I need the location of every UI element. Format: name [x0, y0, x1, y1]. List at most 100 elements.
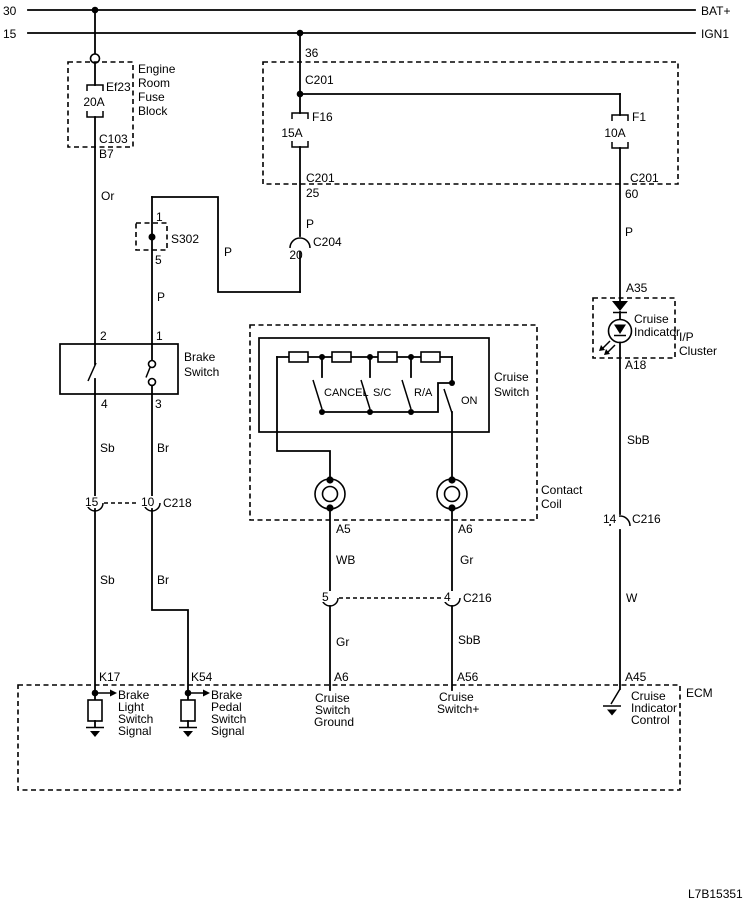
brake-switch-outline: [59, 343, 179, 395]
wire-color-label: Br: [157, 441, 169, 455]
a6-label-line3: Ground: [314, 715, 354, 729]
a6-label-line1: Cruise: [315, 691, 350, 705]
contact-circle: [147, 377, 157, 387]
c204-connector: P 20 C204: [288, 217, 342, 262]
contact-coil-label1: Contact: [541, 483, 583, 497]
resistor: [288, 351, 309, 363]
fuse-f16-rating: 15A: [281, 126, 302, 140]
signal-arrow-head: [203, 689, 210, 697]
pin-1-label: 1: [156, 329, 163, 343]
rail-30-feed-label: BAT+: [701, 4, 730, 18]
in-connector-label: C201: [305, 73, 334, 87]
on-label: ON: [461, 395, 478, 407]
diode-icon: [612, 301, 628, 314]
junction-dot: [408, 409, 414, 415]
pin-2-label: 2: [100, 329, 107, 343]
wire-br-run: Br Br: [151, 393, 189, 694]
k17-label-line4: Signal: [118, 724, 151, 738]
ground-icon: [607, 709, 617, 716]
wire-color-label: WB: [336, 553, 355, 567]
pin-k17-label: K17: [99, 670, 121, 684]
wire-color-label: Gr: [460, 553, 473, 567]
connector-pin: 14: [603, 512, 617, 526]
a56-label-line2: Switch+: [437, 702, 479, 716]
resistor: [331, 351, 352, 363]
c218-connector: 15 10 C218: [84, 495, 192, 512]
in-pin-label: 36: [305, 46, 319, 60]
wire-color-label: Gr: [336, 635, 349, 649]
out-connector-label: C103: [99, 132, 128, 146]
ecm-a56-input: Cruise Switch+: [437, 690, 479, 716]
connector-pin-left: 5: [322, 590, 329, 604]
junction-dot: [319, 409, 325, 415]
wire-p-zigzag: P: [151, 196, 301, 293]
fuse-name: Ef23: [106, 80, 131, 94]
wire-gr-sbb-right-run: Gr SbB: [451, 507, 481, 691]
k54-label-line3: Switch: [211, 712, 246, 726]
fuse-f16-name: F16: [312, 110, 333, 124]
resistor: [87, 699, 103, 722]
junction-dot: [367, 409, 373, 415]
ecm-k54-input: Brake Pedal Switch Signal: [179, 688, 246, 738]
block-label-line2: Room: [138, 76, 170, 90]
brake-switch: 2 1 Brake Switch 4 3: [59, 329, 219, 411]
led-triangle: [614, 324, 626, 334]
indicator-label2: Indicator: [634, 325, 680, 339]
a45-label-line2: Indicator: [631, 701, 677, 715]
power-rail-30: 30 BAT+: [3, 4, 730, 18]
wire-color-label: SbB: [458, 633, 481, 647]
splice-pin-out: 5: [155, 253, 162, 267]
common-bus: [321, 382, 453, 413]
pin-a35-label: A35: [626, 281, 648, 295]
pin-a56-label: A56: [457, 670, 479, 684]
wire-color-label: P: [157, 290, 165, 304]
c216-pair-connector: 5 4 C216: [320, 590, 492, 607]
fuse-block-outline: [67, 61, 134, 148]
switch-blade: [87, 362, 97, 382]
wire-color-label: Or: [101, 189, 114, 203]
wire-segment: [151, 196, 301, 293]
a45-label-line3: Control: [631, 713, 670, 727]
contact-circle: [147, 359, 157, 369]
fuse-block-outline: [262, 61, 679, 185]
block-label-line4: Block: [138, 104, 168, 118]
cluster-outline: [592, 297, 676, 359]
ecm-label: ECM: [686, 686, 713, 700]
block-label-line3: Fuse: [138, 90, 165, 104]
wire-color-label: Sb: [100, 573, 115, 587]
ecm-outline: [17, 684, 681, 791]
ecm-a6-input: Cruise Switch Ground: [314, 691, 354, 729]
contact-coil-right: [436, 476, 468, 512]
ecm-module: ECM K17 Brake Light Switch Signal K54: [17, 670, 713, 791]
connector-name: C216: [463, 591, 492, 605]
brake-switch-label2: Switch: [184, 365, 219, 379]
fuse-symbol-top: [291, 112, 309, 119]
inline-connector-arc: [289, 237, 311, 249]
block-label-line1: Engine: [138, 62, 176, 76]
s302-splice: 1 S302 5 P: [135, 196, 199, 345]
pin-4-label: 4: [101, 397, 108, 411]
cruise-switch-label1: Cruise: [494, 370, 529, 384]
cluster-label1: I/P: [679, 330, 694, 344]
wire-color-label: P: [224, 245, 232, 259]
k54-label-line1: Brake: [211, 688, 243, 702]
k54-label-line4: Signal: [211, 724, 244, 738]
ip-cluster: P A35 Cruise Indicator I/P Cluster A18 S…: [592, 225, 717, 515]
splice-outline: [135, 222, 168, 251]
splice-pin-in: 1: [156, 210, 163, 224]
fuse-f1-name: F1: [632, 110, 646, 124]
resistor: [180, 699, 196, 722]
a6-label-line2: Switch: [315, 703, 350, 717]
ra-label: R/A: [414, 387, 433, 399]
k54-label-line2: Pedal: [211, 700, 242, 714]
contact-coil-label2: Coil: [541, 497, 562, 511]
wire-wb-gr-left-run: WB Gr: [329, 507, 355, 691]
connector-name: C218: [163, 496, 192, 510]
cluster-label2: Cluster: [679, 344, 717, 358]
wire-orange-run: Or: [94, 116, 114, 345]
rail-30-label: 30: [3, 4, 17, 18]
indicator-label1: Cruise: [634, 312, 669, 326]
fuse-symbol-top: [86, 84, 104, 91]
led-ray-head: [599, 345, 605, 351]
